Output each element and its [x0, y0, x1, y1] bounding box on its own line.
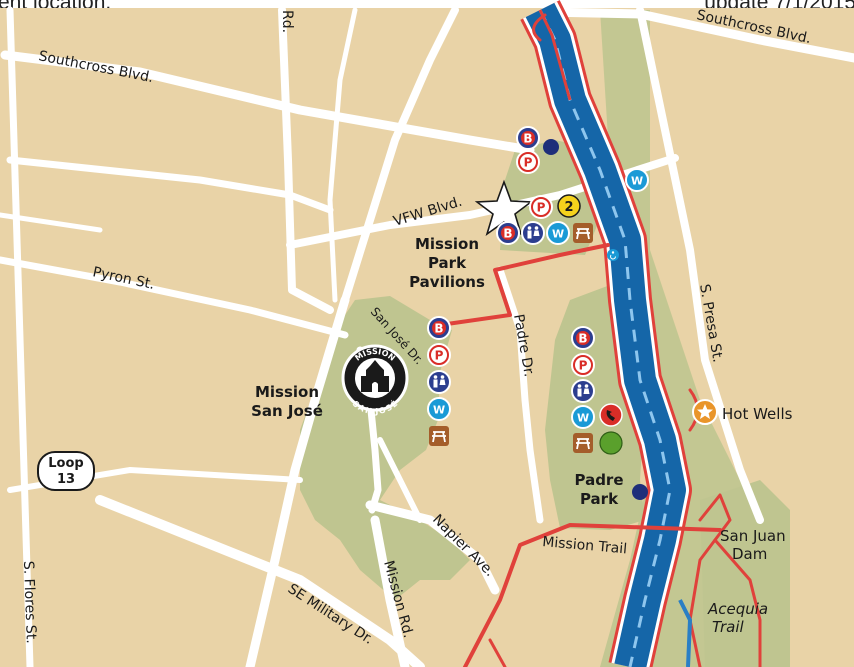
- mission-san-jose-label-line2: San José: [251, 402, 323, 420]
- southcross-blvd-street: [0, 50, 535, 155]
- water-icon: W: [546, 221, 570, 245]
- mission-san-jose-logo: MISSION SAN JOSÉ: [341, 344, 409, 416]
- padre-park-label-line1: Padre: [574, 471, 623, 489]
- padre-park-label-line2: Park: [580, 490, 619, 508]
- mission-church-icon: [361, 360, 389, 392]
- acequia-trail-label-line2: Trail: [712, 618, 745, 636]
- bus-icon: B: [496, 221, 520, 245]
- pyron-st-street: [0, 256, 349, 339]
- s-flores-st-street: [6, 6, 34, 667]
- loop-13-shield: [37, 451, 95, 491]
- mission-trail-label: Mission Trail: [542, 534, 628, 557]
- napier-street-link: [377, 437, 423, 523]
- parking-icon: P: [529, 195, 553, 219]
- s-flores-st-label: S. Flores St.: [20, 561, 39, 644]
- napier-ave-street: [365, 500, 500, 595]
- pavilions-label-line1: Mission: [415, 235, 479, 253]
- minor-street-west: [6, 156, 334, 214]
- svg-text:B: B: [578, 332, 587, 346]
- loop-13-shield-line2: 13: [57, 472, 75, 487]
- trail-north: [538, 9, 572, 101]
- s-presa-st-street: [636, 6, 764, 524]
- restroom-icon: [427, 370, 451, 394]
- marker-2-icon: 2: [557, 194, 581, 218]
- svg-text:2: 2: [564, 200, 573, 215]
- north-diagonal-street: [341, 6, 459, 304]
- svg-text:B: B: [523, 132, 532, 146]
- parking-icon: P: [516, 150, 540, 174]
- trail-to-pavilions: [438, 243, 610, 327]
- trail-loop-north: [532, 13, 547, 42]
- rd-street: [278, 6, 334, 314]
- bus-icon: B: [571, 326, 595, 350]
- svg-text:P: P: [524, 156, 533, 170]
- svg-text:B: B: [434, 322, 443, 336]
- hot-wells-label: Hot Wells: [722, 405, 793, 423]
- green-dot-icon: [599, 431, 623, 455]
- pavilions-label-line2: Park: [428, 254, 467, 272]
- acequia-trail-label-line1: Acequia: [707, 600, 768, 618]
- svg-text:W: W: [433, 404, 445, 417]
- hot-wells-star-icon: [692, 399, 718, 425]
- picnic-table-icon: [573, 433, 593, 453]
- bus-stop-dot-north: [543, 139, 559, 155]
- parking-icon: P: [571, 353, 595, 377]
- svg-text:B: B: [503, 227, 512, 241]
- parking-icon: P: [427, 343, 451, 367]
- accessible-icon: [607, 249, 619, 261]
- picnic-table-icon: [429, 426, 449, 446]
- bus-icon: B: [516, 126, 540, 150]
- loop-13-shield-line1: Loop: [48, 456, 83, 471]
- svg-text:P: P: [435, 349, 444, 363]
- svg-text:P: P: [579, 359, 588, 373]
- phone-icon: [599, 403, 623, 427]
- acequia-water: [678, 599, 693, 667]
- restroom-icon: [521, 221, 545, 245]
- san-juan-dam-label-line1: San Juan: [720, 527, 786, 545]
- water-icon: W: [427, 397, 451, 421]
- pavilions-label-line3: Pavilions: [409, 273, 485, 291]
- south-diagonal-street: [245, 295, 350, 667]
- picnic-table-icon: [573, 223, 593, 243]
- svg-text:W: W: [577, 412, 589, 425]
- svg-text:P: P: [537, 201, 546, 215]
- mission-trail: [463, 523, 722, 667]
- water-icon: W: [625, 168, 649, 192]
- san-juan-dam-label-line2: Dam: [732, 545, 767, 563]
- southcross-blvd-east-street: [540, 7, 854, 63]
- padre-dr-street: [496, 266, 544, 524]
- water-icon: W: [571, 405, 595, 429]
- trail-south: [488, 638, 507, 667]
- svg-text:W: W: [552, 228, 564, 241]
- svg-text:W: W: [631, 175, 643, 188]
- bus-stop-dot-padre-park: [632, 484, 648, 500]
- rd-label: Rd.: [279, 10, 295, 33]
- se-military-dr-street: [95, 495, 425, 667]
- restroom-icon: [571, 379, 595, 403]
- mission-san-jose-label-line1: Mission: [255, 383, 319, 401]
- bus-icon: B: [427, 316, 451, 340]
- minor-street: [327, 7, 358, 303]
- acequia-trail-route: [713, 538, 762, 667]
